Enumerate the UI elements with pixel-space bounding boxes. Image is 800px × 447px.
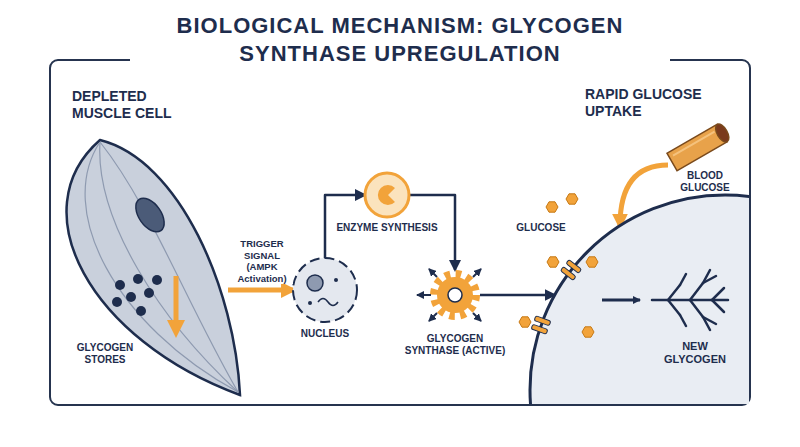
glycogen-label: GLYCOGEN STORES	[70, 342, 140, 366]
glucose-label: GLUCOSE	[516, 222, 565, 234]
target-cell: GLUCOSENEW GLYCOGEN	[530, 195, 800, 447]
blood-vessel: BLOOD GLUCOSE	[668, 125, 730, 167]
nucleus: NUCLEUS	[293, 258, 357, 322]
edge-label: TRIGGER SIGNAL (AMPK Activation)	[231, 238, 293, 284]
connector-arrow	[228, 288, 293, 293]
new-glycogen-label: NEW GLYCOGEN	[660, 340, 730, 366]
nucleus-label: NUCLEUS	[301, 328, 349, 340]
enzyme-gear: GLYCOGEN SYNTHASE (ACTIVE)	[430, 270, 480, 320]
connector-arrow	[480, 294, 555, 297]
enzyme-circle: ENZYME SYNTHESIS	[365, 173, 409, 217]
cell-heading: DEPLETED MUSCLE CELL	[72, 88, 197, 122]
diagram-title: BIOLOGICAL MECHANISM: GLYCOGEN SYNTHASE …	[130, 12, 670, 67]
enzyme-label: ENZYME SYNTHESIS	[336, 222, 437, 234]
synthase-label: GLYCOGEN SYNTHASE (ACTIVE)	[400, 333, 510, 357]
blood-glucose-label: BLOOD GLUCOSE	[670, 170, 740, 194]
uptake-heading: RAPID GLUCOSE UPTAKE	[585, 86, 735, 120]
muscle-cell: DEPLETED MUSCLE CELLGLYCOGEN STORES	[60, 140, 228, 395]
